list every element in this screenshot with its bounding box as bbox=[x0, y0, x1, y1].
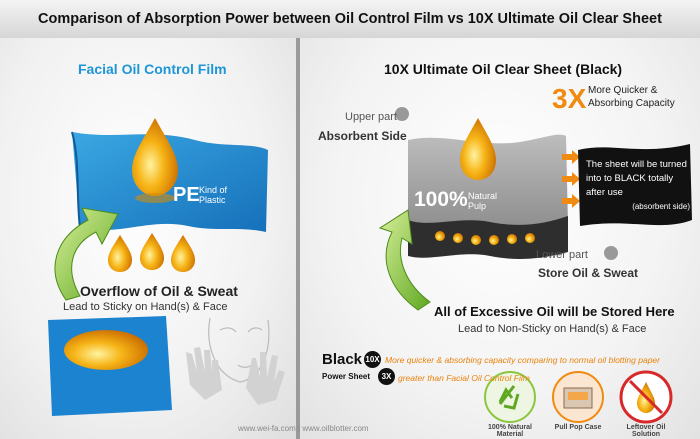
badge-10x: 10X bbox=[364, 351, 381, 368]
three-x-sub: More Quicker & Absorbing Capacity bbox=[588, 85, 675, 109]
title-bar: Comparison of Absorption Power between O… bbox=[0, 0, 700, 39]
oil-drops-small-icon bbox=[108, 233, 195, 272]
green-arrow-left-icon bbox=[54, 207, 119, 301]
oily-film-icon bbox=[48, 316, 172, 416]
overflow-sub: Lead to Sticky on Hand(s) & Face bbox=[63, 301, 228, 313]
oil-drop-large-icon bbox=[132, 118, 178, 203]
three-x-label: 3X bbox=[552, 83, 587, 114]
icon-caption-3: Leftover Oil Solution bbox=[626, 424, 666, 438]
black-sheet-icon bbox=[578, 144, 692, 226]
icon-caption-1: 100% Natural Material bbox=[488, 424, 532, 438]
overflow-heading: Overflow of Oil & Sweat bbox=[80, 283, 238, 299]
website-footer: www.wei-fa.com | www.oilblotter.com bbox=[238, 424, 369, 433]
page-title: Comparison of Absorption Power between O… bbox=[38, 11, 662, 27]
natural-pulp-label: Natural Pulp bbox=[468, 191, 498, 211]
right-title: 10X Ultimate Oil Clear Sheet (Black) bbox=[384, 61, 623, 77]
pe-label: PE bbox=[173, 184, 200, 206]
all-oil-sub: Lead to Non-Sticky on Hand(s) & Face bbox=[458, 323, 647, 335]
pe-sub-label: Kind of Plastic bbox=[199, 185, 228, 205]
claim-10x: More quicker & absorbing capacity compar… bbox=[385, 355, 660, 365]
oil-clear-sheet bbox=[408, 134, 568, 259]
power-sheet-label: Power Sheet bbox=[322, 372, 371, 381]
all-oil-heading: All of Excessive Oil will be Stored Here bbox=[434, 304, 675, 319]
absorbent-side-label: Absorbent Side bbox=[318, 129, 407, 143]
panel-divider bbox=[296, 38, 300, 439]
case-icon bbox=[552, 371, 604, 423]
black-label: Black bbox=[322, 351, 363, 368]
natural-percent: 100% bbox=[414, 188, 468, 211]
oil-drops-stored-icon bbox=[435, 231, 535, 245]
icon-caption-2: Pull Pop Case bbox=[554, 424, 602, 431]
green-arrow-right-icon bbox=[378, 209, 431, 311]
store-oil-label: Store Oil & Sweat bbox=[538, 266, 639, 280]
orange-arrows-icon bbox=[562, 150, 580, 208]
hand-prints-icon bbox=[186, 347, 285, 405]
lower-part-label: Lower part bbox=[536, 249, 588, 261]
black-sheet-main: The sheet will be turned into to BLACK t… bbox=[586, 159, 687, 198]
black-sheet-note: (absorbent side) bbox=[632, 202, 690, 211]
lower-part-dot-icon bbox=[604, 246, 618, 260]
upper-part-dot-icon bbox=[395, 107, 409, 121]
leftover-oil-icon bbox=[619, 370, 673, 424]
recycle-icon bbox=[484, 371, 536, 423]
left-title: Facial Oil Control Film bbox=[78, 61, 227, 77]
black-sheet-text: The sheet will be turned into to BLACK t… bbox=[586, 158, 690, 214]
oil-drop-sheet-icon bbox=[460, 118, 496, 180]
upper-part-label: Upper part bbox=[345, 111, 397, 123]
claim-3x: greater than Facial Oil Control Film bbox=[398, 373, 530, 383]
badge-3x: 3X bbox=[378, 368, 395, 385]
